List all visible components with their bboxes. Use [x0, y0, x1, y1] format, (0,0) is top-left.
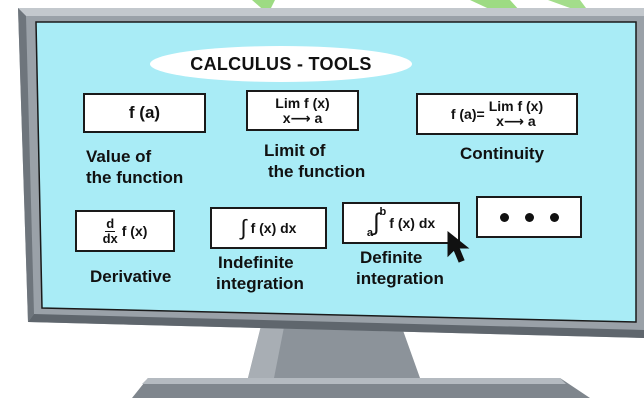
integral-upper-limit: b	[379, 206, 387, 218]
integral-sign: ∫	[240, 215, 247, 240]
caption-line: Limit of	[264, 141, 326, 160]
limit-caption: Limit of the function	[264, 140, 365, 182]
limit-bottom: x⟶ a	[496, 113, 536, 129]
monitor-stand-neck	[248, 322, 420, 378]
derivative-formula-box: d dx f (x)	[75, 210, 175, 252]
caption-line: the function	[86, 168, 184, 187]
ellipsis-icon	[492, 212, 567, 222]
derivative-caption: Derivative	[90, 266, 171, 287]
indefinite-integral-formula-box: ∫ f (x) dx	[210, 207, 327, 249]
limit-top: Lim f (x)	[488, 98, 544, 114]
caption-line: Definite	[360, 248, 423, 267]
integral-lower-limit: a	[366, 227, 373, 239]
indefinite-integration-caption: Indefinite integration	[216, 252, 304, 294]
continuity-prefix: f (a)=	[450, 106, 485, 122]
limit-expression: Lim f (x) x⟶ a	[275, 94, 330, 126]
limit-top: Lim f (x)	[275, 94, 330, 111]
formula-text: f (x)	[121, 223, 148, 239]
value-of-function-caption: Value of the function	[86, 146, 183, 188]
formula-text: f (x) dx	[250, 220, 297, 236]
more-tools-box	[476, 196, 582, 238]
title-banner: CALCULUS - TOOLS	[150, 46, 412, 82]
caption-line: the function	[268, 162, 366, 181]
integral-sign: ∫	[372, 209, 380, 236]
caption-line: Indefinite	[218, 253, 294, 272]
definite-integral-formula-box: a ∫ b f (x) dx	[342, 202, 460, 244]
fraction-denominator: dx	[102, 230, 118, 246]
definite-integration-caption: Definite integration	[356, 247, 444, 289]
value-of-function-formula-box: f (a)	[83, 93, 206, 133]
derivative-fraction: d dx	[102, 215, 118, 246]
page-title: CALCULUS - TOOLS	[190, 53, 372, 74]
formula-text: f (x) dx	[389, 215, 436, 231]
fraction-numerator: d	[105, 215, 116, 232]
caption-line: Value of	[86, 147, 152, 166]
mouse-pointer-icon	[447, 230, 470, 263]
caption-line: Derivative	[90, 267, 172, 286]
continuity-caption: Continuity	[460, 143, 544, 164]
limit-formula-box: Lim f (x) x⟶ a	[246, 90, 359, 131]
continuity-formula-box: f (a)= Lim f (x) x⟶ a	[416, 93, 578, 135]
formula-text: f (a)	[128, 103, 161, 122]
caption-line: integration	[356, 269, 444, 288]
limit-bottom: x⟶ a	[282, 109, 323, 126]
caption-line: Continuity	[460, 144, 545, 163]
limit-expression: Lim f (x) x⟶ a	[489, 99, 543, 129]
caption-line: integration	[216, 274, 304, 293]
